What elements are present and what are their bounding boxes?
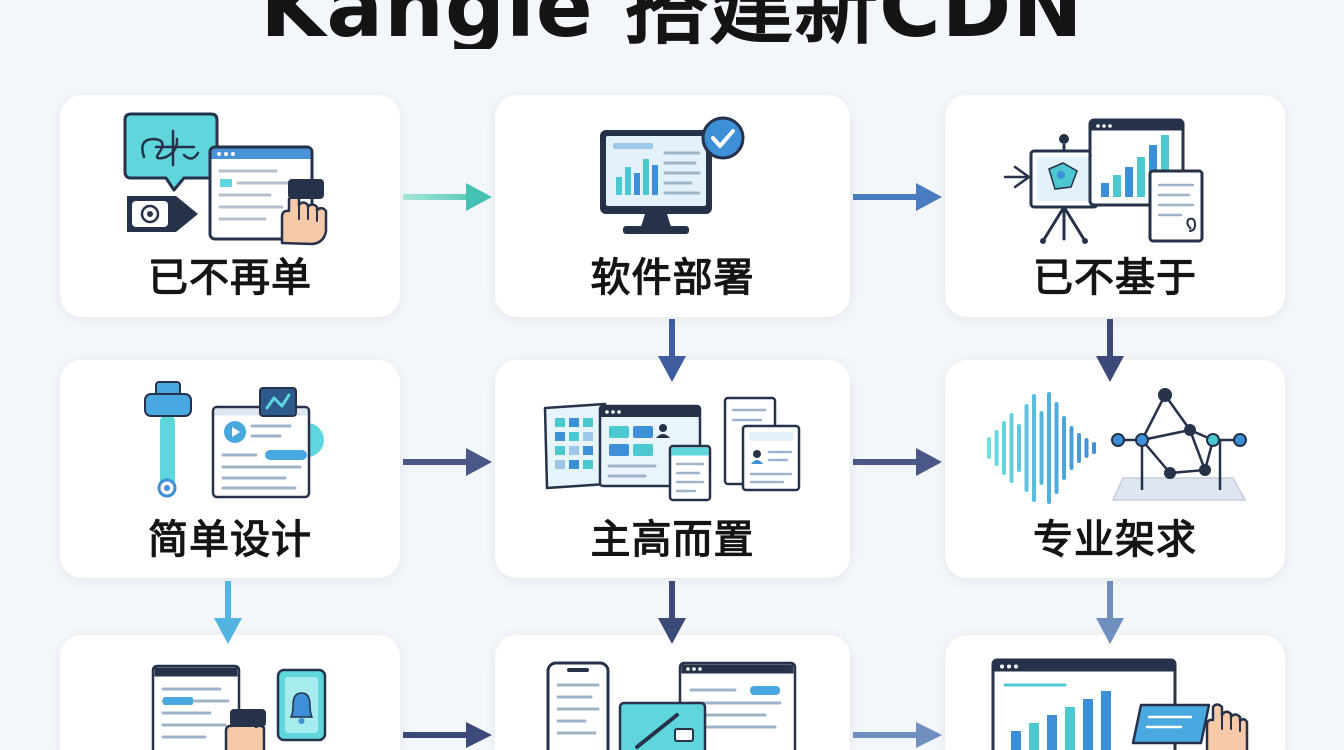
hand-pointer-icon [280, 179, 328, 246]
network-graph-icon [1111, 388, 1247, 501]
monitor-icon [600, 130, 712, 234]
phone-icon [546, 661, 610, 750]
checkmark-badge-icon [701, 116, 745, 160]
mobile-window-icon [668, 444, 712, 502]
documents-icon [723, 396, 801, 492]
chart-monitor-icon [991, 658, 1177, 750]
sound-wave-icon [987, 392, 1096, 504]
arrow-right-icon [403, 183, 492, 211]
monitor-chart-tablet-hand-icon [991, 658, 1249, 750]
video-tag-icon [127, 196, 198, 232]
soundwave-network-icon [987, 388, 1247, 504]
document-icon [1148, 169, 1204, 243]
document-window-icon [151, 664, 241, 750]
browser-window-icon [678, 661, 797, 750]
arrow-right-icon [403, 448, 492, 476]
hand-pointer-icon [224, 709, 266, 750]
monitor-check-icon [600, 116, 745, 234]
step-card-8 [495, 635, 850, 750]
arrow-right-icon [853, 448, 942, 476]
image-card-icon [259, 387, 297, 417]
slider-handle-icon [144, 381, 192, 498]
step-label: 专业架求 [1033, 517, 1197, 563]
step-card-4: 简单设计 [60, 360, 400, 578]
dashboard-documents-icon [543, 396, 801, 502]
step-label: 主高而置 [590, 517, 755, 563]
profile-window-icon [211, 405, 311, 499]
page-title: Kangle 搭建新CDN [260, 0, 1084, 49]
step-card-3: 已不基于 [945, 95, 1285, 317]
step-card-5: 主高而置 [495, 360, 850, 578]
arrow-right-icon [853, 183, 942, 211]
easel-chart-document-icon [1003, 118, 1204, 244]
step-card-7 [60, 635, 400, 750]
step-card-2: 软件部署 [495, 95, 850, 317]
drawing-panel-icon [618, 701, 707, 750]
chat-browser-hand-icon [123, 112, 328, 246]
calendar-page-icon [543, 402, 609, 490]
easel-board-icon [1003, 134, 1099, 244]
hand-icon [1205, 703, 1249, 750]
arrow-right-icon [853, 722, 942, 748]
step-card-6: 专业架求 [945, 360, 1285, 578]
arrow-right-icon [403, 722, 492, 748]
step-label: 已不基于 [1033, 255, 1197, 301]
step-label: 软件部署 [590, 255, 755, 301]
step-card-1: 已不再单 [60, 95, 400, 317]
step-card-9 [945, 635, 1285, 750]
slider-profile-window-icon [144, 381, 324, 499]
phone-window-panel-icon [546, 661, 797, 750]
chat-bubble-icon [123, 112, 219, 192]
tablet-icon [1131, 703, 1211, 745]
step-label: 已不再单 [148, 255, 312, 301]
step-label: 简单设计 [148, 517, 312, 563]
document-hand-bell-icon [151, 664, 327, 750]
bell-card-icon [276, 668, 327, 742]
